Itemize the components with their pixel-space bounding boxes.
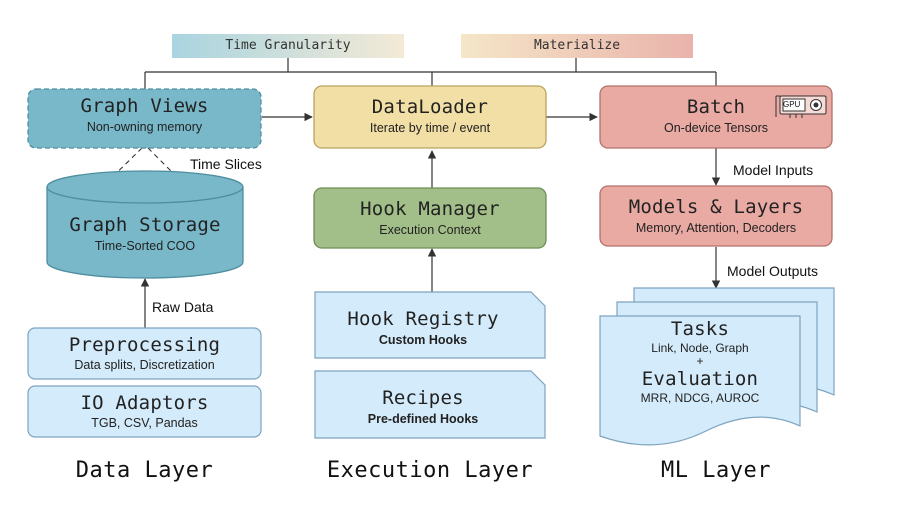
time-slice-line-right: [147, 147, 194, 194]
evaluation-title: Evaluation: [641, 368, 759, 390]
hook-manager-box: [313, 187, 547, 249]
recipes-title: Recipes: [382, 387, 464, 409]
batch: Batch On-device Tensors: [600, 96, 832, 135]
preprocessing-title: Preprocessing: [68, 334, 221, 356]
dataloader: DataLoader Iterate by time / event: [314, 96, 546, 135]
time-granularity-label: Time Granularity: [225, 38, 351, 53]
models-layers: Models & Layers Memory, Attention, Decod…: [600, 196, 832, 235]
tasks-title: Tasks: [670, 318, 730, 340]
models-layers-subtitle: Memory, Attention, Decoders: [635, 221, 797, 235]
time-granularity-pill-bg: [172, 34, 404, 58]
ml-layer-label: ML Layer: [661, 458, 771, 483]
models-layers-box: [599, 185, 833, 247]
io-adaptors-title: IO Adaptors: [80, 392, 209, 414]
time-slices-label: Time Slices: [190, 156, 262, 172]
hook-manager: Hook Manager Execution Context: [314, 198, 546, 237]
graph-views-title: Graph Views: [80, 95, 209, 117]
dataloader-title: DataLoader: [371, 96, 489, 118]
graph-views: Graph Views Non-owning memory: [28, 95, 261, 134]
preprocessing-box: [27, 327, 262, 380]
tasks: Tasks Link, Node, Graph + Evaluation MRR…: [600, 318, 800, 405]
dataloader-subtitle: Iterate by time / event: [369, 121, 491, 135]
tasks-document-stack: [599, 287, 835, 446]
hook-registry-box: [314, 291, 546, 359]
model-outputs-label: Model Outputs: [727, 263, 819, 279]
time-slice-line-left: [95, 147, 143, 194]
raw-data-label: Raw Data: [152, 299, 214, 315]
hook-manager-subtitle: Execution Context: [379, 223, 481, 237]
hook-registry-title: Hook Registry: [347, 308, 499, 330]
hook-registry-subtitle: Custom Hooks: [378, 333, 468, 347]
execution-layer-label: Execution Layer: [326, 458, 534, 483]
gpu-badge-label: GPU: [783, 100, 801, 109]
batch-box: [599, 85, 833, 149]
preprocessing-subtitle: Data splits, Discretization: [74, 358, 215, 372]
batch-subtitle: On-device Tensors: [664, 121, 768, 135]
recipes-box: [314, 370, 546, 439]
materialize-label: Materialize: [533, 38, 621, 53]
top-connector: [144, 58, 717, 89]
recipes-subtitle: Pre-defined Hooks: [367, 412, 479, 426]
tasks-subtitle: Link, Node, Graph: [651, 341, 749, 355]
model-inputs-label: Model Inputs: [733, 162, 814, 178]
hook-manager-title: Hook Manager: [360, 198, 500, 220]
graph-views-box: [27, 88, 262, 149]
io-adaptors-subtitle: TGB, CSV, Pandas: [91, 416, 198, 430]
gpu-card-icon: [775, 95, 827, 118]
preprocessing: Preprocessing Data splits, Discretizatio…: [28, 334, 261, 372]
tasks-plus: +: [696, 354, 704, 368]
io-adaptors: IO Adaptors TGB, CSV, Pandas: [28, 392, 261, 430]
io-adaptors-box: [27, 385, 262, 438]
batch-title: Batch: [686, 96, 746, 118]
hook-registry: Hook Registry Custom Hooks: [315, 308, 531, 347]
graph-storage: Graph Storage Time-Sorted COO: [47, 214, 243, 253]
graph-storage-title: Graph Storage: [69, 214, 221, 236]
dataloader-box: [313, 85, 547, 149]
data-layer-label: Data Layer: [75, 458, 214, 483]
evaluation-subtitle: MRR, NDCG, AUROC: [640, 391, 760, 405]
recipes: Recipes Pre-defined Hooks: [315, 387, 531, 426]
graph-storage-subtitle: Time-Sorted COO: [94, 239, 196, 253]
models-layers-title: Models & Layers: [628, 196, 804, 218]
graph-views-subtitle: Non-owning memory: [86, 120, 203, 134]
materialize-pill-bg: [461, 34, 693, 58]
graph-storage-cylinder: [46, 170, 244, 279]
